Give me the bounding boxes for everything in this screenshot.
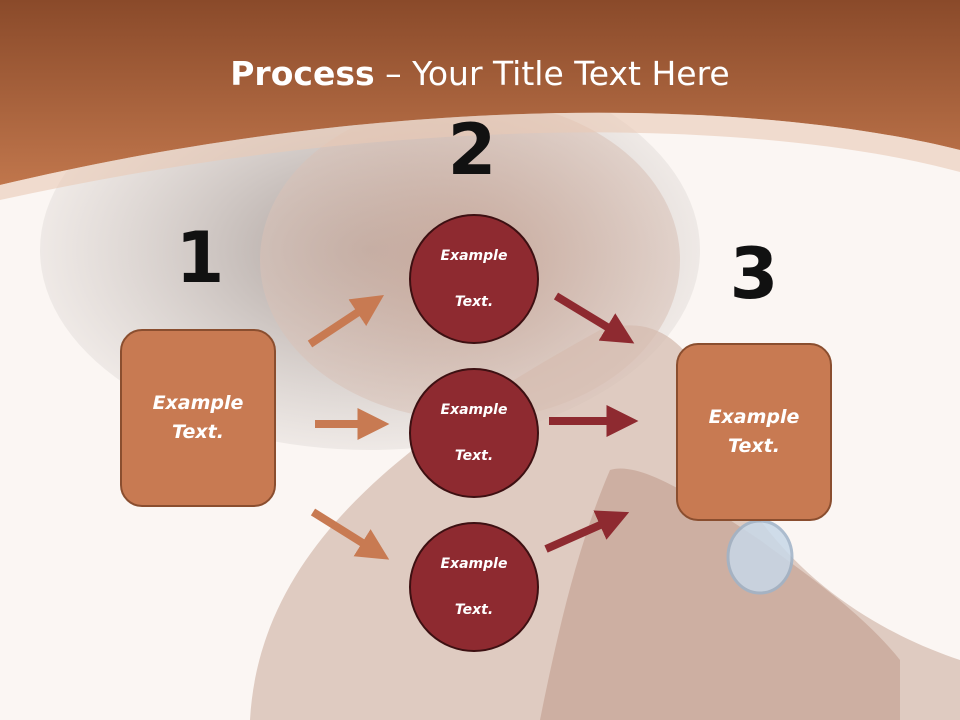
- circle-middle-line2: Text.: [454, 447, 494, 464]
- circle-top-line2: Text.: [454, 293, 494, 310]
- circle-bottom-line2: Text.: [454, 601, 494, 618]
- right-box-line1: Example: [708, 406, 800, 428]
- left-box-line2: Text.: [172, 421, 224, 443]
- left-box-line1: Example: [152, 392, 244, 414]
- title-rest: – Your Title Text Here: [374, 54, 730, 93]
- title-bold: Process: [230, 54, 375, 93]
- circle-bottom-line1: Example: [440, 555, 508, 572]
- photo-hand: [540, 468, 900, 720]
- circle-middle-line1: Example: [440, 401, 508, 418]
- step-number-2: 2: [447, 109, 497, 191]
- slide-title: Process – Your Title Text Here: [0, 52, 960, 96]
- step-number-1: 1: [175, 217, 225, 299]
- step-number-3: 3: [729, 233, 779, 315]
- right-box-line2: Text.: [728, 435, 780, 457]
- photo-ring-gem: [726, 519, 794, 595]
- circle-top-line1: Example: [440, 247, 508, 264]
